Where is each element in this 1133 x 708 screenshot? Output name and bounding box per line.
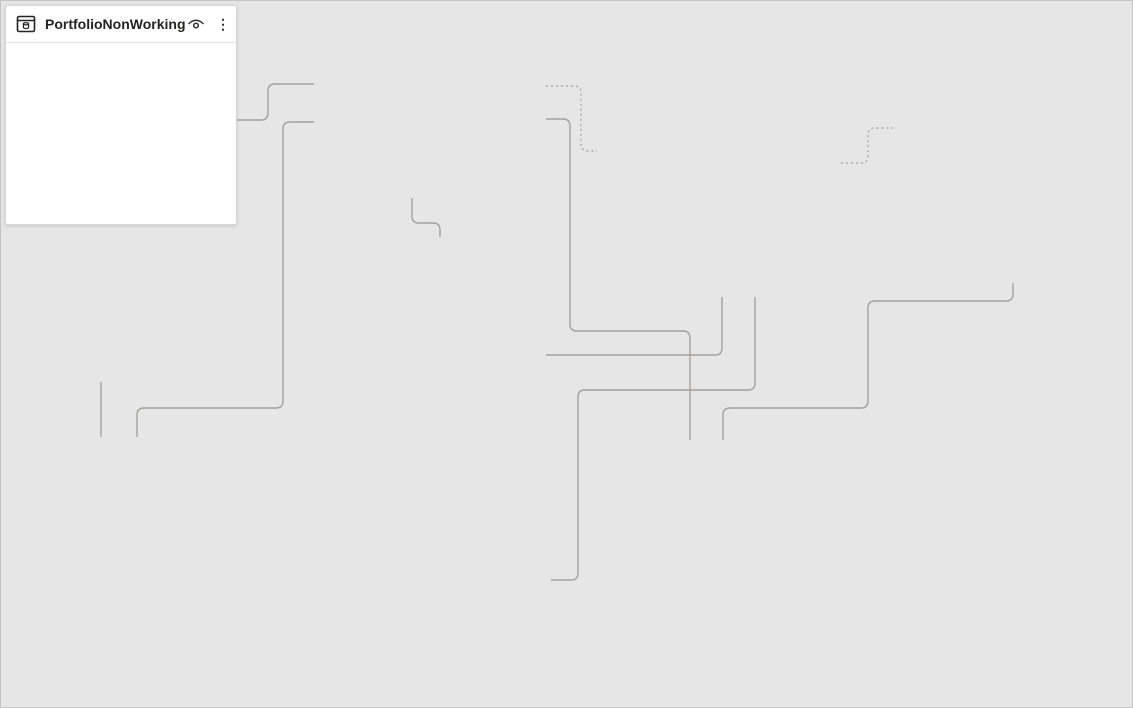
relationship-line-users-portfolioprogram[interactable] — [546, 297, 723, 356]
table-title: PortfolioNonWorking... — [45, 16, 186, 32]
relationship-line-portfolioplan-portfolioplanteam[interactable] — [136, 121, 314, 437]
relationship-line-portfolioplan-portfolioscenario[interactable] — [546, 118, 691, 440]
table-card-header[interactable]: PortfolioNonWorking... ⋮ — [6, 6, 236, 43]
eye-icon[interactable] — [186, 15, 206, 33]
more-options-icon[interactable]: ⋮ — [216, 16, 230, 32]
relationship-line-portfolioprogram-portfolioplan[interactable] — [411, 198, 441, 237]
relationship-line-portfolioplan-portfoliononworking[interactable] — [237, 83, 314, 121]
relationship-line-users-portfolioplan[interactable] — [546, 85, 597, 152]
relationship-line-users-portfolioscenariothe[interactable] — [841, 127, 893, 164]
relationship-line-portfolioscenario-portfolioscenariothe[interactable] — [722, 283, 1014, 440]
table-icon — [16, 14, 36, 34]
table-card-portfoliononworking[interactable]: PortfolioNonWorking... ⋮ — [5, 5, 237, 225]
relationship-line-users-portfolioresources[interactable] — [551, 297, 756, 581]
